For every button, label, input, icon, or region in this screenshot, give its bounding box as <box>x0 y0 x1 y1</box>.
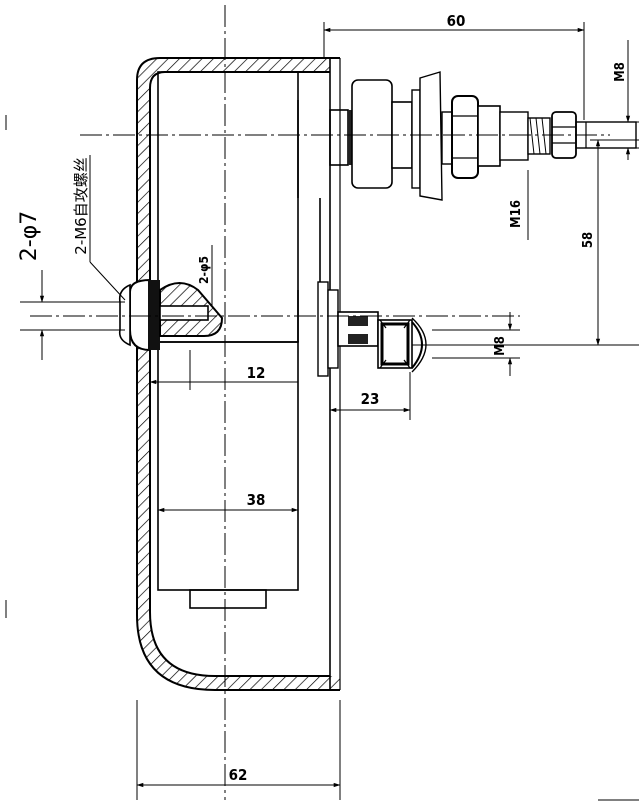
center-lines <box>30 5 610 800</box>
label-2-m6-screws: 2-M6自攻螺丝 <box>72 157 90 254</box>
dim-23: 23 <box>361 390 380 408</box>
dim-m16: M16 <box>509 200 524 228</box>
internal-body <box>157 341 299 609</box>
mounting-boss <box>118 278 224 352</box>
label-2-phi7: 2-φ7 <box>17 211 42 261</box>
dim-38: 38 <box>247 491 266 509</box>
dim-12: 12 <box>247 364 266 382</box>
dim-62: 62 <box>229 766 248 784</box>
dim-58: 58 <box>581 232 596 248</box>
top-terminal <box>329 71 637 201</box>
dim-m8-top: M8 <box>613 62 628 82</box>
dimension-lines <box>5 22 639 801</box>
dim-60: 60 <box>447 12 466 30</box>
housing-shell <box>136 57 341 691</box>
dim-m8-lower: M8 <box>493 336 508 356</box>
lower-terminal <box>317 281 427 377</box>
label-2-phi5: 2-φ5 <box>197 256 211 284</box>
